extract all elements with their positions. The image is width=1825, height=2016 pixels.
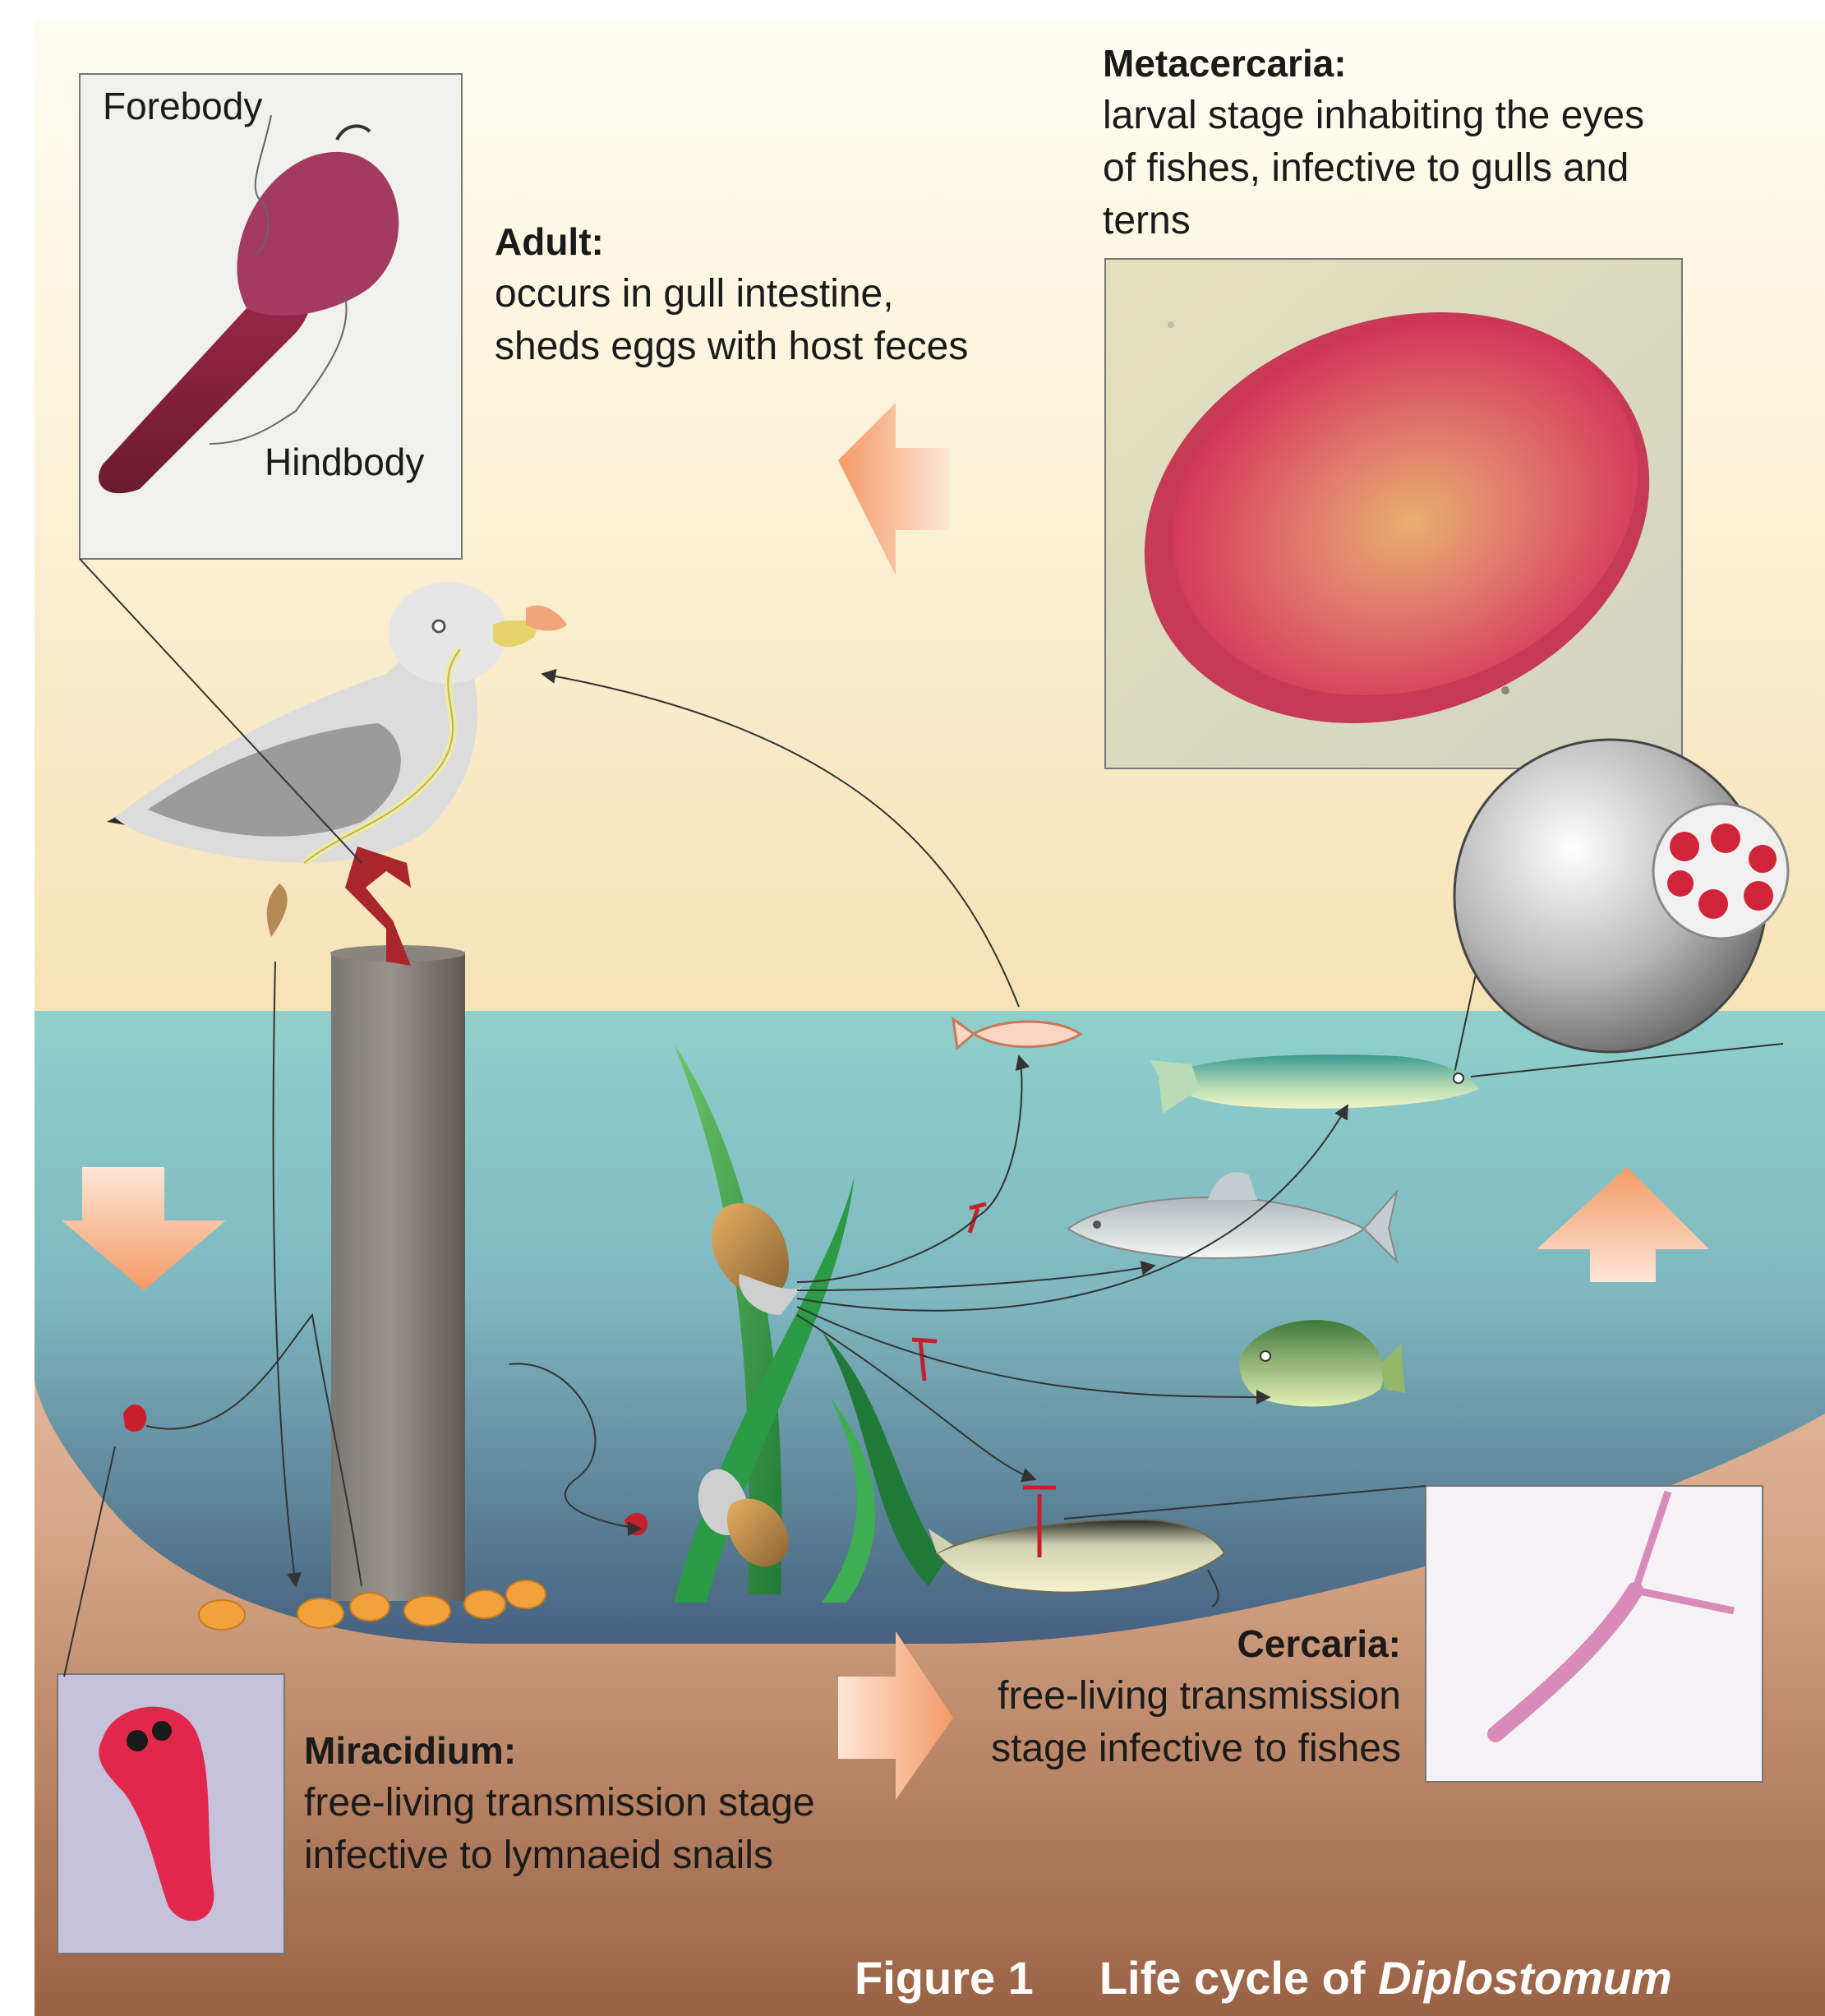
caption-prefix: Life cycle of bbox=[1099, 1952, 1378, 2004]
wooden-post bbox=[331, 952, 465, 1601]
miracidium-label: Miracidium: free-living transmission sta… bbox=[304, 1724, 815, 1882]
adult-line-2: sheds eggs with host feces bbox=[495, 321, 968, 373]
miracidium-line-2: infective to lymnaeid snails bbox=[304, 1829, 815, 1882]
metacercaria-line-1: larval stage inhabiting the eyes bbox=[1103, 90, 1644, 142]
cercaria-line-1: free-living transmission bbox=[970, 1670, 1401, 1723]
cercaria-line-2: stage infective to fishes bbox=[970, 1723, 1401, 1775]
metacercaria-photo bbox=[1086, 244, 1707, 792]
hindbody-label: Hindbody bbox=[265, 440, 424, 484]
metacercaria-line-2: of fishes, infective to gulls and bbox=[1103, 142, 1644, 195]
adult-line-1: occurs in gull intestine, bbox=[495, 268, 968, 321]
metacercaria-line-3: terns bbox=[1103, 195, 1644, 247]
metacercaria-title: Metacercaria: bbox=[1103, 37, 1644, 90]
forebody-label: Forebody bbox=[103, 84, 262, 128]
miracidium-title: Miracidium: bbox=[304, 1724, 815, 1777]
adult-title: Adult: bbox=[495, 215, 968, 268]
cercaria-title: Cercaria: bbox=[970, 1617, 1401, 1670]
figure-number: Figure 1 bbox=[855, 1952, 1034, 2004]
metacercaria-label: Metacercaria: larval stage inhabiting th… bbox=[1103, 37, 1644, 247]
figure-caption: Figure 1 Life cycle of Diplostomum bbox=[855, 1949, 1672, 2007]
adult-label: Adult: occurs in gull intestine, sheds e… bbox=[495, 215, 968, 373]
cercaria-label: Cercaria: free-living transmission stage… bbox=[970, 1617, 1401, 1775]
miracidium-line-1: free-living transmission stage bbox=[304, 1777, 815, 1829]
caption-genus: Diplostomum bbox=[1378, 1952, 1672, 2004]
